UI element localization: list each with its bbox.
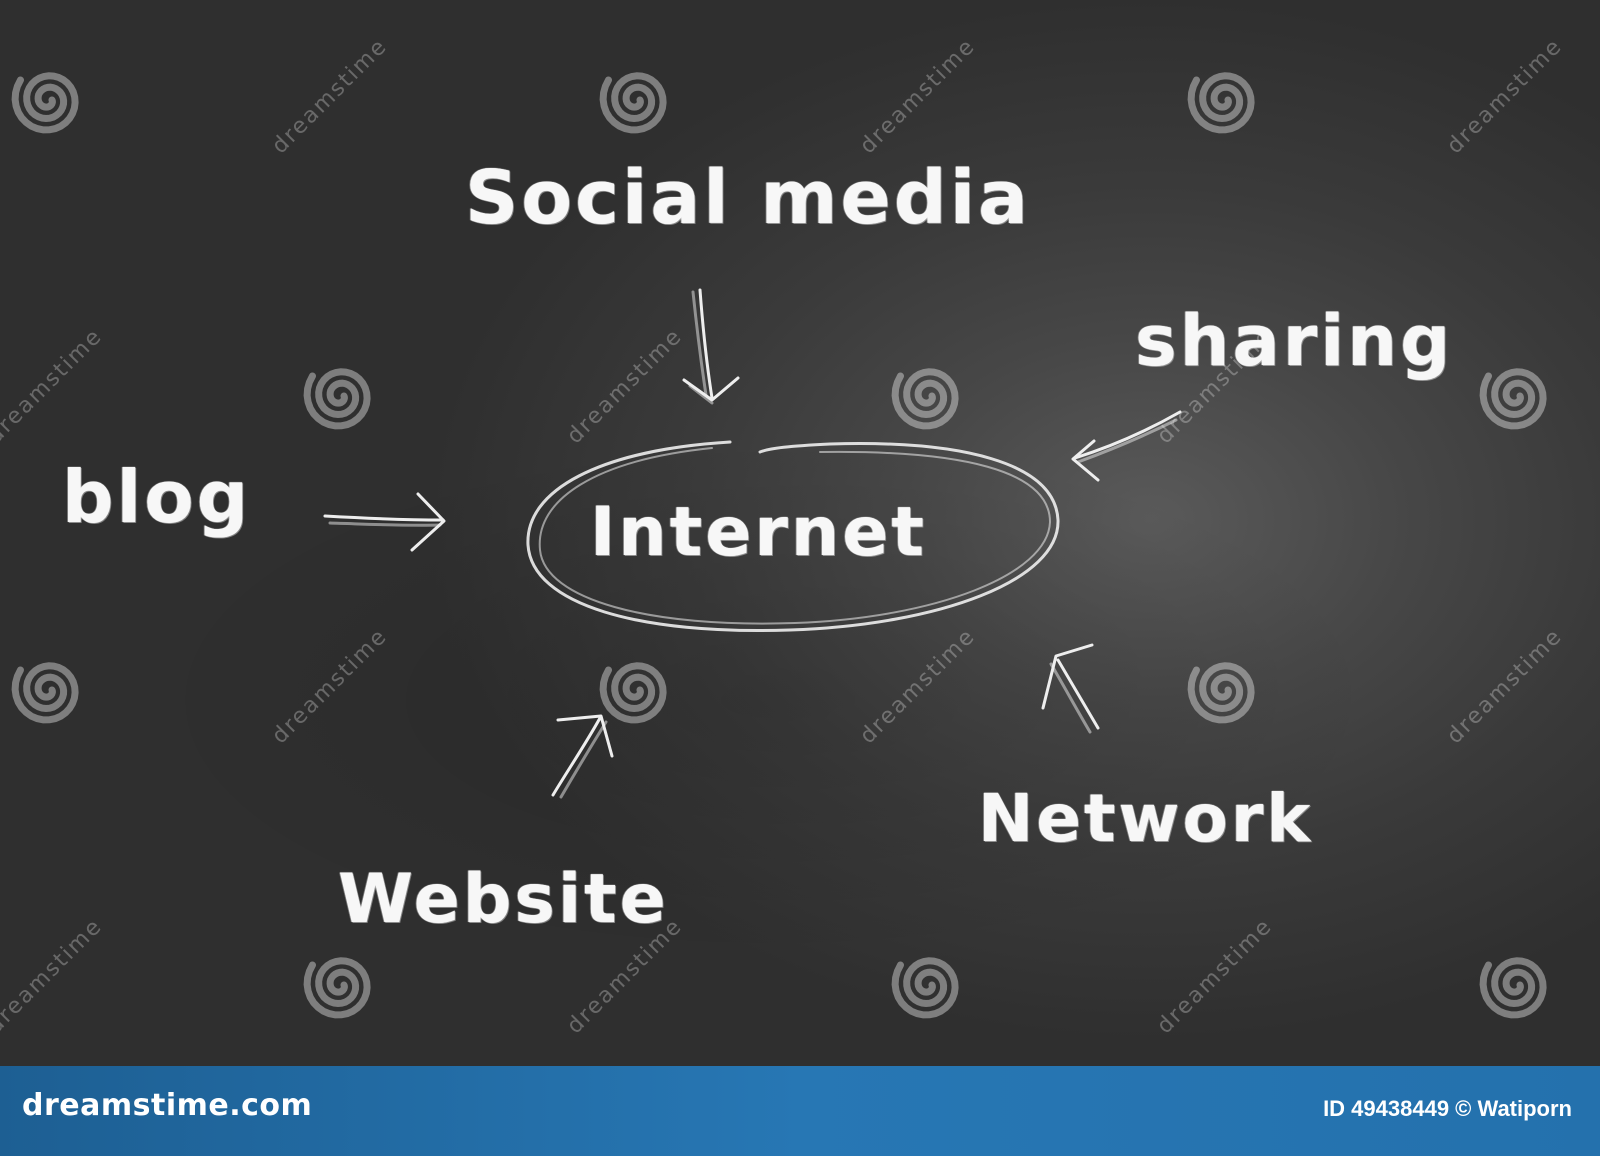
watermark-swirl-icon: [303, 957, 371, 1019]
watermark-swirl-icon: [599, 72, 667, 134]
node-social-media: Social media: [465, 155, 1031, 241]
watermark-swirl-icon: [1187, 72, 1255, 134]
arrow-sharing: [1071, 410, 1182, 482]
arrow-blog: [323, 492, 446, 552]
footer-site-name: dreamstime.com: [22, 1088, 313, 1123]
node-sharing: sharing: [1135, 300, 1454, 382]
arrow-social-media: [682, 288, 740, 405]
watermark-swirl-icon: [11, 662, 79, 724]
watermark-swirl-icon: [303, 368, 371, 430]
watermark-footer: dreamstime.com ID 49438449 © Watiporn: [0, 1066, 1600, 1156]
watermark-swirl-icon: [1187, 662, 1255, 724]
watermark-swirl-icon: [599, 662, 667, 724]
watermark-swirl-icon: [1479, 368, 1547, 430]
diagram-strokes: [323, 288, 1182, 799]
node-blog: blog: [62, 455, 252, 539]
watermark-swirl-icon: [891, 368, 959, 430]
watermark-swirl-icon: [891, 957, 959, 1019]
arrow-network: [1041, 643, 1100, 734]
center-ellipse: [526, 440, 1060, 633]
watermark-swirl-icon: [11, 72, 79, 134]
arrow-website: [551, 714, 614, 799]
footer-credit: ID 49438449 © Watiporn: [1323, 1096, 1572, 1121]
node-network: Network: [978, 780, 1314, 857]
chalkboard: [0, 0, 1600, 1066]
watermark-swirl-icon: [1479, 957, 1547, 1019]
watermark-layer: [11, 72, 1547, 1019]
node-website: Website: [338, 860, 669, 939]
center-internet: Internet: [590, 493, 927, 572]
